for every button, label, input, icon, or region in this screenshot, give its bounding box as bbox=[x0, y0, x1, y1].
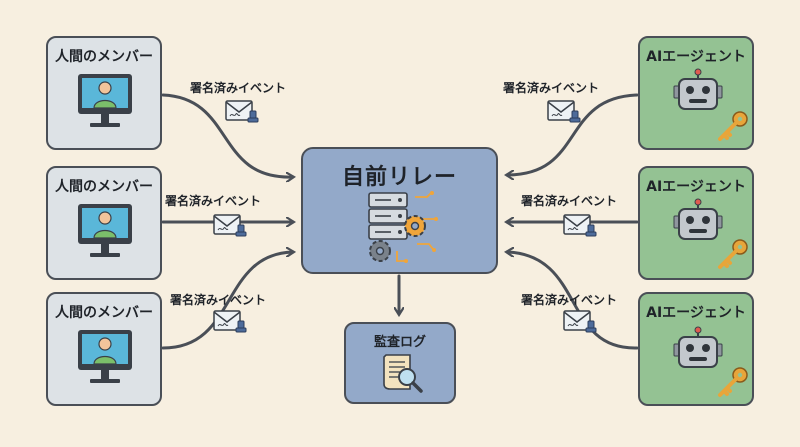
key-icon bbox=[718, 111, 748, 141]
signed-event-label-left-2: 署名済みイベント bbox=[165, 194, 262, 208]
robot-icon bbox=[673, 326, 723, 368]
ai-agent-card-2: AIエージェント bbox=[638, 166, 754, 280]
signed-envelope-icon bbox=[225, 100, 259, 123]
relay-title: 自前リレー bbox=[341, 165, 457, 190]
ai-agent-title: AIエージェント bbox=[646, 179, 746, 195]
signed-event-label-left-3: 署名済みイベント bbox=[170, 293, 267, 307]
signed-envelope-icon bbox=[563, 214, 597, 237]
signed-event-label-left-1: 署名済みイベント bbox=[190, 81, 287, 95]
signed-event-label-right-2: 署名済みイベント bbox=[521, 194, 618, 208]
signed-envelope-icon bbox=[547, 100, 581, 123]
arrow-human-1-to-relay bbox=[161, 93, 293, 177]
monitor-user-icon bbox=[78, 330, 132, 383]
signed-event-label-right-1: 署名済みイベント bbox=[503, 81, 600, 95]
audit-log-title: 監査ログ bbox=[373, 335, 426, 350]
arrow-agent-3-to-relay bbox=[507, 252, 639, 350]
ai-agent-title: AIエージェント bbox=[646, 305, 746, 321]
human-member-card-3: 人間のメンバー bbox=[46, 292, 162, 406]
human-member-title: 人間のメンバー bbox=[55, 49, 153, 65]
human-member-title: 人間のメンバー bbox=[55, 305, 153, 321]
monitor-user-icon bbox=[78, 204, 132, 257]
key-icon bbox=[718, 239, 748, 269]
monitor-user-icon bbox=[78, 74, 132, 127]
robot-icon bbox=[673, 68, 723, 110]
arrow-human-3-to-relay bbox=[161, 252, 293, 350]
scroll-magnifier-icon bbox=[383, 354, 423, 393]
signed-envelope-icon bbox=[213, 310, 247, 333]
robot-icon bbox=[673, 198, 723, 240]
human-member-card-2: 人間のメンバー bbox=[46, 166, 162, 280]
signed-event-label-right-3: 署名済みイベント bbox=[521, 293, 618, 307]
relay-card: 自前リレー bbox=[301, 147, 498, 274]
arrow-agent-1-to-relay bbox=[507, 93, 639, 175]
ai-agent-title: AIエージェント bbox=[646, 49, 746, 65]
ai-agent-card-1: AIエージェント bbox=[638, 36, 754, 150]
ai-agent-card-3: AIエージェント bbox=[638, 292, 754, 406]
signed-envelope-icon bbox=[213, 214, 247, 237]
human-member-title: 人間のメンバー bbox=[55, 179, 153, 195]
audit-log-card: 監査ログ bbox=[344, 322, 456, 404]
key-icon bbox=[718, 367, 748, 397]
signed-envelope-icon bbox=[563, 310, 597, 333]
human-member-card-1: 人間のメンバー bbox=[46, 36, 162, 150]
server-gears-icon bbox=[368, 191, 438, 263]
